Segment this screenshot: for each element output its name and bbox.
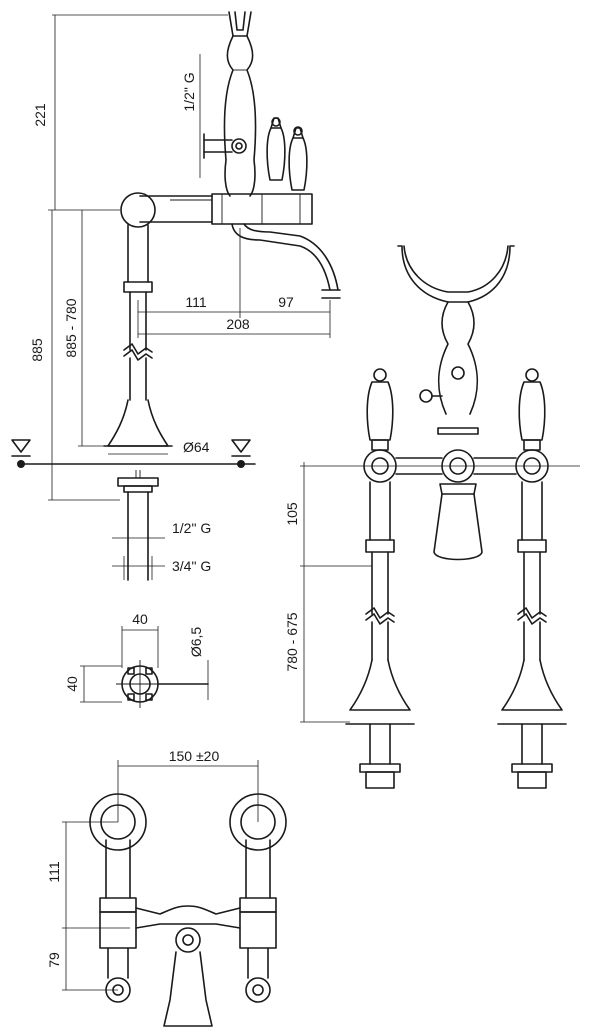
dim-150: 150 ±20 bbox=[169, 748, 220, 764]
dim-105: 105 bbox=[284, 502, 300, 526]
side-view bbox=[11, 11, 341, 581]
dim-885-780: 885 - 780 bbox=[63, 298, 79, 357]
dim-111-spout: 111 bbox=[185, 294, 206, 310]
dim-208: 208 bbox=[226, 316, 250, 332]
dim-79: 79 bbox=[46, 952, 62, 968]
dim-half-inch-g: 1/2" G bbox=[172, 520, 211, 536]
dim-221: 221 bbox=[32, 103, 48, 127]
dim-64: Ø64 bbox=[183, 439, 210, 455]
dim-half-inch-g-top: 1/2" G bbox=[181, 72, 197, 111]
hole-detail bbox=[80, 626, 209, 708]
front-view bbox=[300, 245, 580, 789]
plan-view bbox=[62, 760, 287, 1027]
side-view-dimensions bbox=[48, 14, 331, 580]
dim-three-quarter-g: 3/4" G bbox=[172, 558, 211, 574]
dim-40-height: 40 bbox=[64, 676, 80, 692]
dim-885: 885 bbox=[29, 338, 45, 362]
dim-97: 97 bbox=[278, 294, 294, 310]
dim-40-width: 40 bbox=[132, 611, 148, 627]
dim-111-plan: 111 bbox=[46, 861, 62, 882]
dim-6-5: Ø6,5 bbox=[188, 627, 204, 658]
dim-780-675: 780 - 675 bbox=[284, 612, 300, 671]
